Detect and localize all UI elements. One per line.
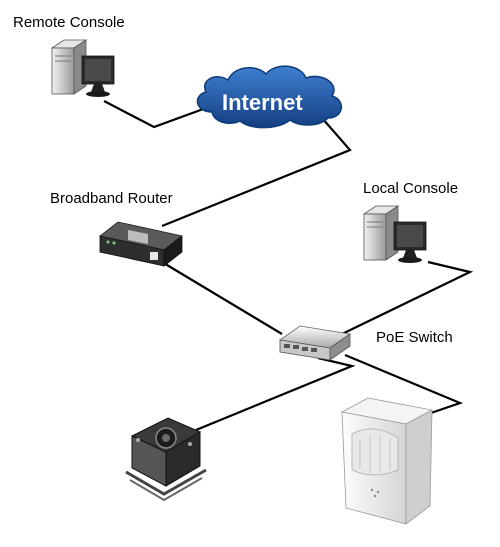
label-remote-console: Remote Console	[13, 14, 125, 31]
cable-switch-to-camera	[195, 356, 356, 432]
cables	[103, 100, 474, 432]
remote-console-computer	[50, 39, 115, 97]
internet-cloud: Internet	[196, 65, 342, 129]
label-internet: Internet	[222, 90, 303, 115]
pir-camera	[340, 397, 434, 525]
camera-icon	[125, 417, 207, 502]
local-console-computer	[362, 205, 427, 263]
broadband-router	[99, 221, 183, 267]
switch-icon	[278, 325, 352, 361]
label-local-console: Local Console	[363, 180, 458, 197]
poe-switch	[278, 325, 352, 361]
computer-icon	[50, 39, 115, 97]
label-poe-switch: PoE Switch	[376, 329, 453, 346]
cloud-icon	[196, 65, 342, 129]
cable-remote-to-internet	[103, 100, 207, 129]
mini-camera	[125, 417, 207, 502]
cable-switch-to-pir	[344, 353, 464, 416]
label-broadband-router: Broadband Router	[50, 190, 173, 207]
router-icon	[99, 221, 183, 267]
computer-icon	[362, 205, 427, 263]
cable-internet-to-router	[161, 117, 352, 228]
cable-router-to-switch	[161, 261, 283, 335]
cable-switch-to-local	[341, 260, 474, 335]
pir-camera-icon	[340, 397, 434, 525]
